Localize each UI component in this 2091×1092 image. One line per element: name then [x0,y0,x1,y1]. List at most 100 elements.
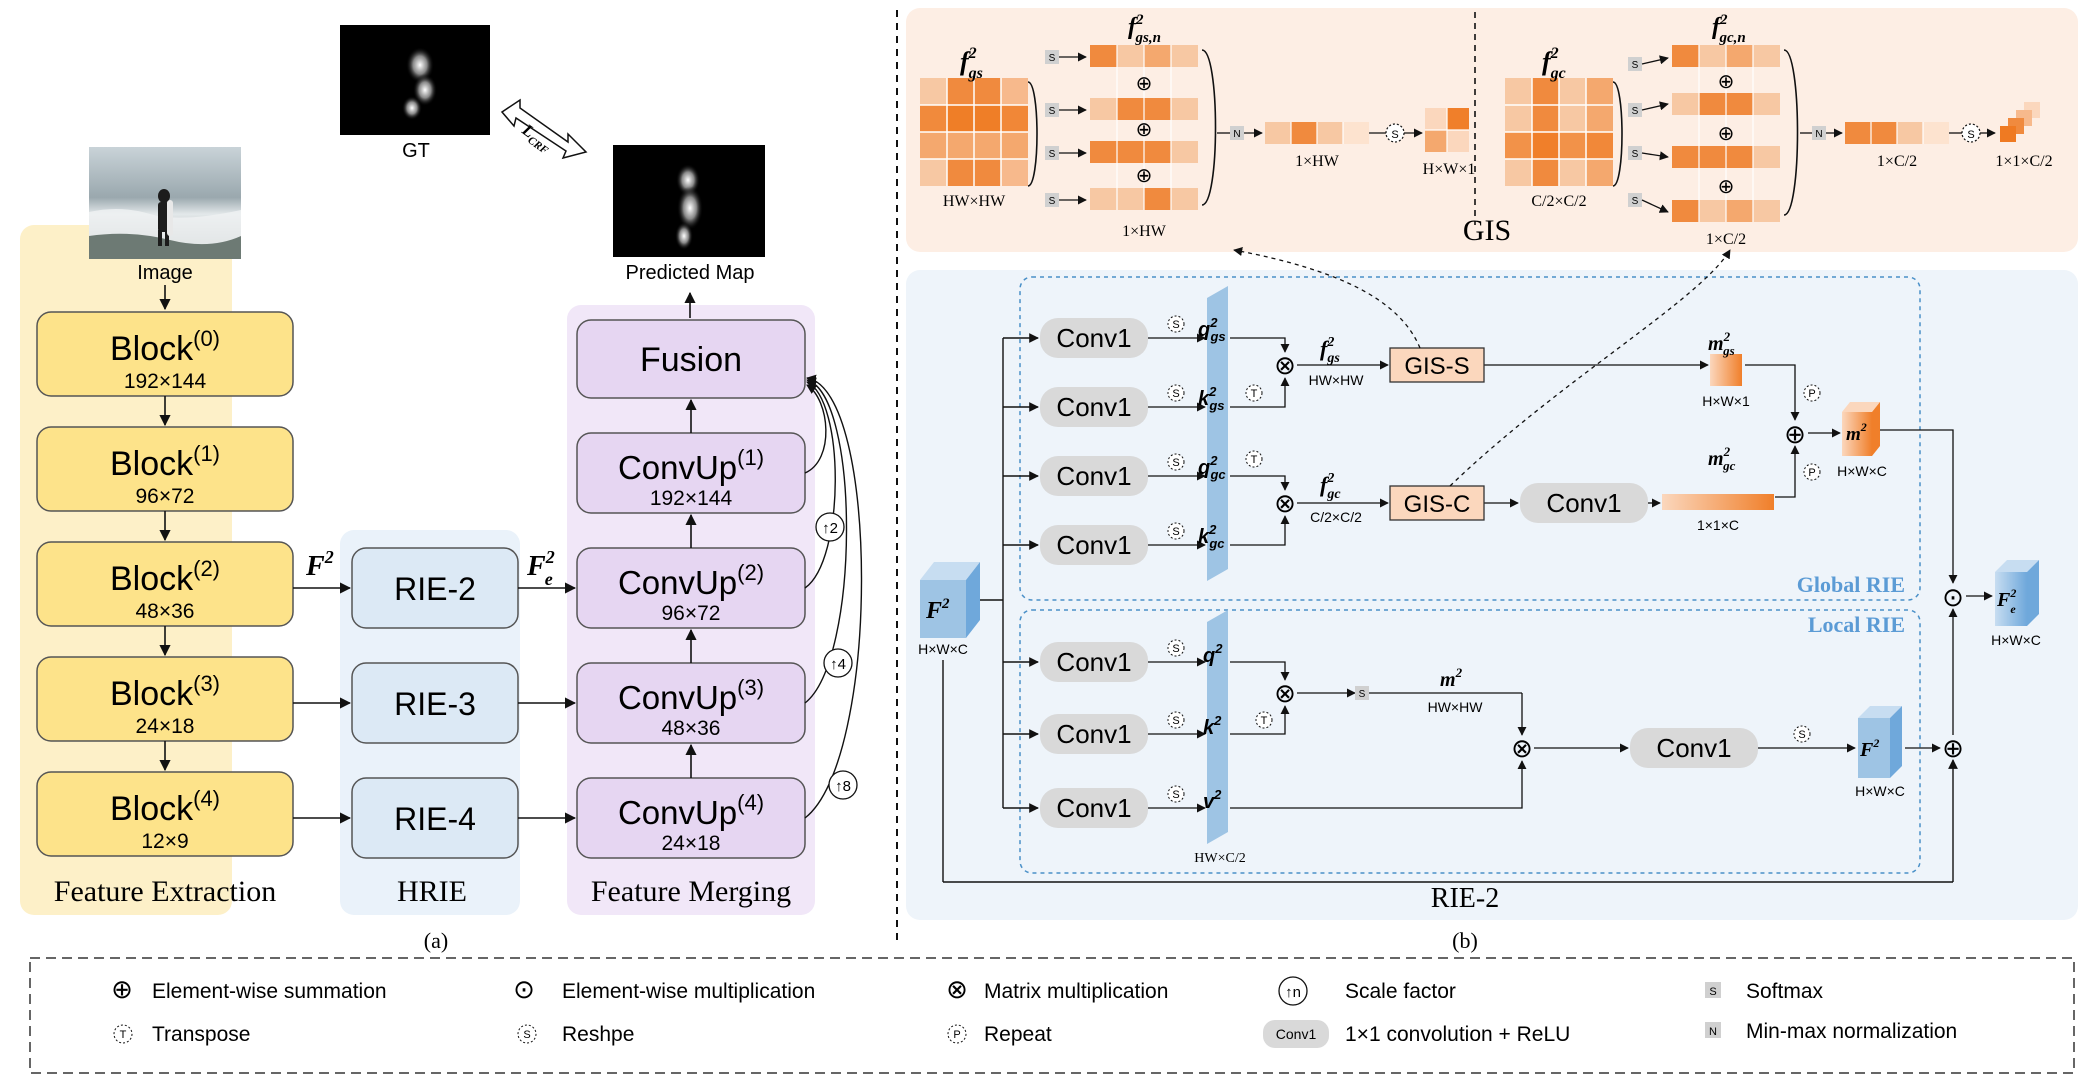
legend-otimes: ⊗ Matrix multiplication [946,974,1168,1004]
svg-text:⊕: ⊕ [1718,71,1735,93]
legend-transpose: T Transpose [113,1023,250,1046]
scale-factor-2: ↑2 [815,512,845,542]
svg-text:S: S [1632,196,1639,207]
svg-text:S: S [1049,106,1056,117]
reshape-markers: S S S S S S S [1167,315,1185,803]
svg-text:S: S [1172,715,1179,727]
svg-text:192×144: 192×144 [124,370,207,393]
feature-merging-label: Feature Merging [591,875,791,908]
gis-c-norm-vector [1845,122,1949,144]
global-rie-label: Global RIE [1797,572,1905,597]
gis-title: GIS [1463,214,1511,247]
legend-odot: ⊙ Element-wise multiplication [513,974,815,1004]
final-mul-op: ⊙ [1942,582,1964,612]
svg-text:P: P [953,1029,960,1041]
caption-a: (a) [424,928,448,953]
one-c2-label-b: 1×C/2 [1877,153,1917,170]
rie-2-title: RIE-2 [1431,883,1499,914]
local-matmul-op-1: ⊗ [1274,678,1296,708]
f2-dims: H×W×C [918,641,968,657]
gis-s-softmax-boxes: S S S S [1045,50,1059,207]
one-hw-label: 1×HW [1122,223,1167,240]
svg-text:48×36: 48×36 [136,600,195,623]
f2-label: F2 [305,547,334,582]
gis-s-rows: ⊕⊕⊕ [1090,45,1198,210]
gis-s-box: GIS-S [1389,347,1485,383]
svg-text:Matrix multiplication: Matrix multiplication [984,980,1168,1003]
hrie-label: HRIE [397,875,467,908]
svg-text:Conv1: Conv1 [1056,530,1131,560]
gt-label: GT [402,140,430,162]
m-gs-slab [1710,354,1742,386]
svg-text:S: S [523,1029,530,1041]
legend-oplus: ⊕ Element-wise summation [111,974,386,1004]
svg-text:P: P [1808,467,1815,479]
one-one-c2-stack [2000,102,2040,142]
block-4: Block(4) 12×9 [36,771,294,857]
svg-text:Conv1: Conv1 [1056,461,1131,491]
svg-text:S: S [1632,106,1639,117]
final-sum-op: ⊕ [1942,733,1964,763]
svg-text:⊗: ⊗ [1274,350,1296,380]
svg-text:Conv1: Conv1 [1056,719,1131,749]
fgs-matrix [920,78,1028,186]
transpose-markers: T T T [1245,384,1273,729]
fusion-box: Fusion [576,319,806,399]
svg-text:N: N [1815,129,1822,140]
gis-s-norm-vector [1265,122,1369,144]
predicted-map [613,145,765,257]
svg-text:↑8: ↑8 [835,778,851,795]
svg-text:ConvUp(3): ConvUp(3) [618,675,764,716]
svg-text:Conv1: Conv1 [1276,1026,1317,1042]
svg-text:S: S [1172,388,1179,400]
local-matmul-op-2: ⊗ [1511,733,1533,763]
c2c2-label: C/2×C/2 [1531,193,1586,210]
svg-text:S: S [1391,129,1398,141]
one-c2-label: 1×C/2 [1706,231,1746,248]
block-3: Block(3) 24×18 [36,656,294,742]
image-label: Image [137,262,193,284]
svg-text:S: S [1049,53,1056,64]
v-dims: HW×C/2 [1194,851,1245,866]
gt-map [340,25,490,135]
svg-text:Block(2): Block(2) [110,556,220,598]
f2-input-cube: F2 [920,562,980,638]
svg-text:Block(1): Block(1) [110,441,220,483]
svg-text:Block(4): Block(4) [110,786,220,828]
svg-text:Transpose: Transpose [152,1023,250,1046]
svg-text:S: S [1798,729,1805,741]
svg-text:↑2: ↑2 [822,520,838,537]
fgc2-dims: C/2×C/2 [1310,509,1362,525]
scale-factor-8: ↑8 [828,770,858,800]
one-one-c2-label: 1×1×C/2 [1995,153,2052,170]
local-conv1-box: Conv1 [1630,728,1758,768]
svg-text:S: S [1172,457,1179,469]
svg-text:Conv1: Conv1 [1056,392,1131,422]
svg-text:Repeat: Repeat [984,1023,1052,1046]
svg-text:S: S [1172,789,1179,801]
one-hw-label-b: 1×HW [1295,153,1340,170]
hw1-map [1425,108,1469,152]
svg-text:⊕: ⊕ [1136,73,1153,95]
svg-text:Conv1: Conv1 [1656,733,1731,763]
rie-4-box: RIE-4 [351,777,519,859]
svg-text:ConvUp(4): ConvUp(4) [618,790,764,831]
gis-c-rows: ⊕⊕⊕ [1672,45,1780,222]
svg-text:GIS-S: GIS-S [1404,353,1469,380]
svg-text:F2e: F2e [1996,586,2016,616]
svg-text:T: T [1251,454,1258,466]
gis-c-box: GIS-C [1389,485,1485,521]
legend: ⊕ Element-wise summation ⊙ Element-wise … [29,957,2075,1074]
svg-text:S: S [1172,319,1179,331]
svg-text:192×144: 192×144 [650,487,733,510]
f-l-dims: H×W×C [1855,783,1905,799]
